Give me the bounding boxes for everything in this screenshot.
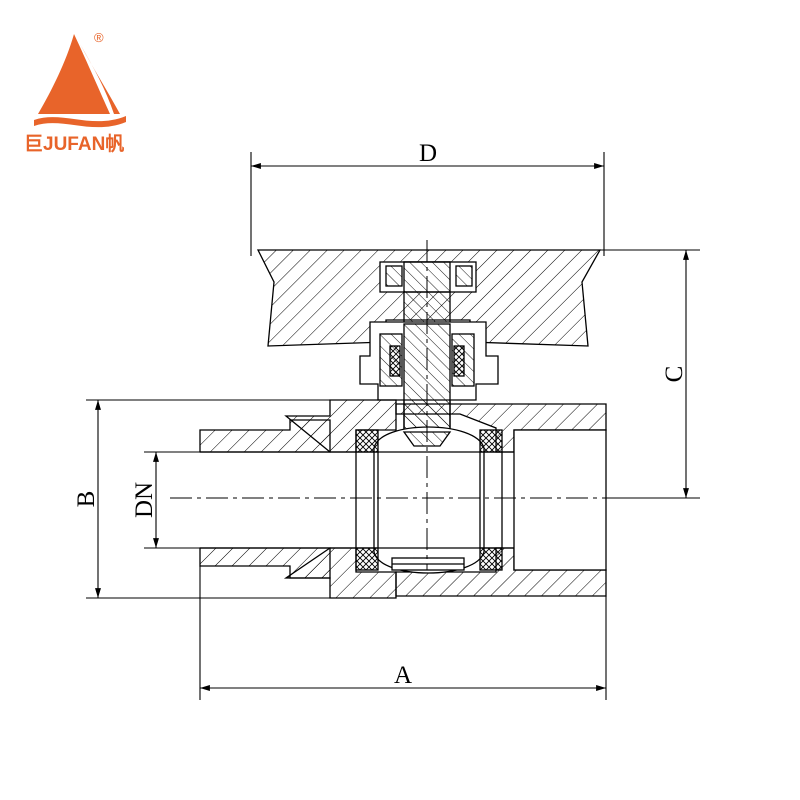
sail-icon bbox=[38, 34, 110, 114]
dim-label-dn: DN bbox=[131, 482, 158, 518]
dim-label-c: C bbox=[661, 366, 688, 383]
seat-right-top bbox=[479, 429, 503, 453]
seat-right-bottom bbox=[479, 547, 503, 571]
registered-mark: ® bbox=[94, 30, 104, 45]
wave-icon bbox=[34, 116, 126, 128]
jufan-logo: ® 巨JUFAN帆 bbox=[24, 30, 126, 155]
seat-left-top bbox=[355, 429, 379, 453]
seat-left-bottom bbox=[355, 547, 379, 571]
sail-right-icon bbox=[80, 44, 120, 114]
dim-label-a: A bbox=[394, 662, 412, 689]
ball bbox=[373, 426, 485, 574]
female-thread-end bbox=[513, 429, 607, 571]
dim-label-d: D bbox=[419, 140, 437, 167]
dim-label-b: B bbox=[73, 491, 100, 508]
brand-text: 巨JUFAN帆 bbox=[24, 132, 124, 155]
